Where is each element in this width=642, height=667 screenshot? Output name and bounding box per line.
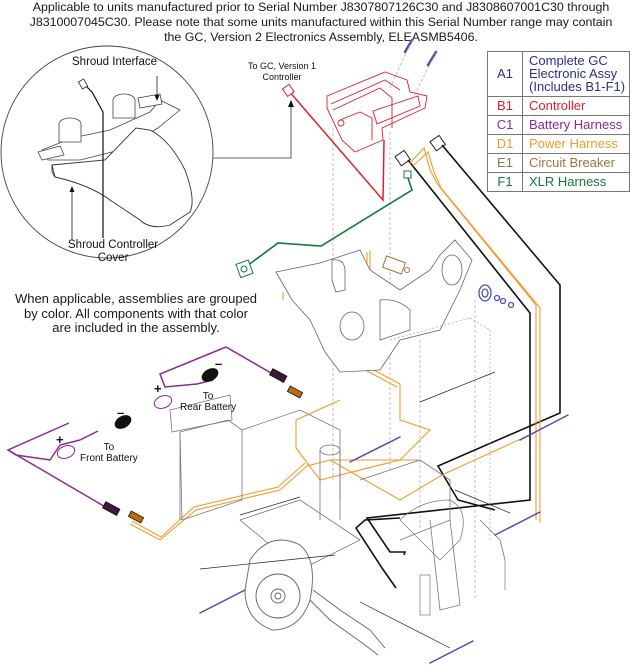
legend-row-b1: B1 Controller (487, 96, 631, 116)
legend-code: D1 (487, 134, 523, 154)
battery-connectors (101, 368, 304, 524)
front-negative-sign: – (117, 405, 125, 420)
inset-circle (0, 45, 214, 259)
inset-leader-line (213, 106, 292, 159)
washer-stack (478, 284, 515, 309)
to-gc-controller-label: To GC, Version 1 Controller (248, 61, 316, 82)
xlr-harness (246, 177, 413, 267)
applicability-line-2: J8310007045C30. Please note that some un… (29, 15, 613, 29)
controller-part (326, 71, 428, 153)
legend-row-e1: E1 Circuit Breaker (487, 153, 631, 173)
legend-description-line: Battery Harness (529, 117, 623, 132)
shroud-interface-label: Shroud Interface (72, 56, 158, 68)
note-line1: When applicable, assemblies are grouped (14, 291, 258, 306)
front-positive-terminal (56, 445, 76, 459)
front-battery-line1: To (103, 442, 115, 453)
motor-mount (399, 499, 506, 616)
legend-description: Power Harness (521, 134, 631, 154)
legend-description: Battery Harness (521, 115, 631, 135)
rear-negative-terminal (201, 368, 219, 382)
front-positive-sign: + (56, 432, 64, 447)
motor-cables (365, 144, 561, 556)
inset-connector (77, 78, 89, 90)
battery-terminals (56, 368, 219, 459)
to-gc-line1: To GC, Version 1 (248, 61, 317, 71)
applicability-note: Applicable to units manufactured prior t… (0, 0, 642, 45)
legend-code: F1 (487, 172, 523, 192)
rear-battery-line2: Rear Battery (180, 402, 237, 413)
shroud-controller-cover-line1: Shroud Controller (68, 239, 159, 251)
shroud-controller-cover-line2: Cover (97, 252, 129, 264)
assembly-arrows (199, 371, 511, 649)
legend-description-line: Complete GC (529, 53, 608, 68)
shroud-controller-cover-label: Shroud Controller Cover (68, 239, 158, 265)
legend-description-line: XLR Harness (529, 174, 607, 189)
note-line3: are included in the assembly. (52, 320, 220, 335)
color-grouping-note: When applicable, assemblies are grouped … (0, 291, 272, 336)
legend-description-line: (Includes B1-F1) (529, 79, 626, 94)
front-negative-terminal (114, 415, 132, 429)
motor-cable-drop (354, 517, 401, 589)
inset-detail (0, 45, 294, 259)
xlr-connector (403, 170, 412, 179)
inset-cable (81, 81, 104, 238)
applicability-line-3: the GC, Version 2 Electronics Assembly, … (164, 30, 478, 44)
to-gc-line2: Controller (262, 71, 302, 82)
rear-positive-terminal (153, 395, 173, 409)
front-battery-label: To Front Battery (80, 442, 138, 464)
legend-row-c1: C1 Battery Harness (487, 115, 631, 135)
shroud-controller-cover-part (51, 127, 193, 228)
legend-description: Controller (521, 96, 631, 116)
legend-description-line: Circuit Breaker (529, 155, 615, 170)
applicability-line-1: Applicable to units manufactured prior t… (32, 0, 610, 14)
controller-cable (287, 89, 385, 202)
power-connectors (394, 134, 447, 167)
legend-description-line: Power Harness (529, 136, 618, 151)
motor-assembly (244, 539, 386, 656)
rear-negative-sign: – (215, 356, 223, 371)
legend-row-f1: F1 XLR Harness (487, 172, 631, 192)
xlr-socket (235, 259, 254, 279)
legend-code: C1 (487, 115, 523, 135)
note-line2: by color. All components with that color (23, 305, 248, 321)
legend-code: B1 (487, 96, 523, 116)
legend-description-line: Controller (529, 98, 586, 113)
rear-battery-label: To Rear Battery (180, 391, 236, 413)
legend-code: A1 (487, 51, 523, 97)
hardware-bolts (199, 414, 569, 664)
legend-description-line: Electronic Assy (529, 66, 618, 81)
legend-description: Circuit Breaker (521, 153, 631, 173)
base-frame (169, 394, 506, 611)
inset-leader-arrow (288, 100, 294, 107)
legend-description: XLR Harness (521, 172, 631, 192)
legend-row-d1: D1 Power Harness (487, 134, 631, 154)
rear-positive-sign: + (154, 381, 162, 396)
controller-plug (281, 83, 295, 98)
front-battery-line2: Front Battery (80, 453, 138, 464)
frame-guide-lines (389, 317, 491, 540)
rear-battery-line1: To (202, 391, 214, 402)
legend-code: E1 (487, 153, 523, 173)
shroud-body (275, 239, 473, 373)
circuit-breaker (381, 255, 410, 275)
